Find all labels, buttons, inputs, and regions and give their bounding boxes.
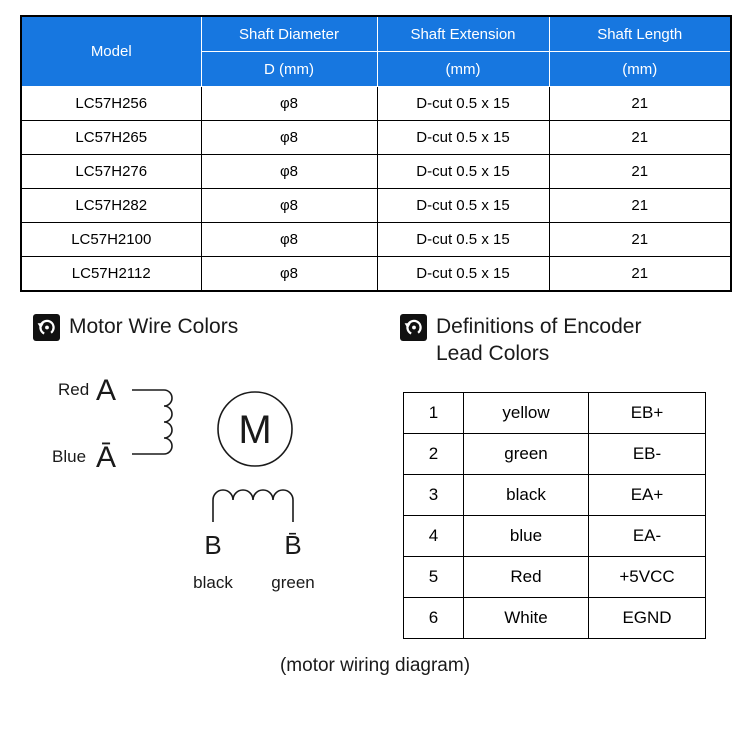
encoder-section-title: Definitions of Encoder Lead Colors <box>436 314 641 368</box>
table-row: LC57H265 φ8 D-cut 0.5 x 15 21 <box>20 120 732 155</box>
lead-color-cell: White <box>463 597 589 639</box>
table-row: LC57H276 φ8 D-cut 0.5 x 15 21 <box>20 154 732 189</box>
model-cell: LC57H282 <box>20 188 202 223</box>
motor-circle <box>217 391 293 467</box>
header-length-unit: (mm) <box>548 51 732 87</box>
phase-b-bar-label: B̄ <box>284 530 301 560</box>
encoder-lead-table: 1 yellow EB+ 2 green EB- 3 black EA+ 4 b… <box>403 392 706 639</box>
header-diameter-unit: D (mm) <box>200 51 378 87</box>
length-cell: 21 <box>548 256 732 292</box>
table-row: LC57H282 φ8 D-cut 0.5 x 15 21 <box>20 188 732 223</box>
diameter-cell: φ8 <box>200 256 378 292</box>
table-row: LC57H2100 φ8 D-cut 0.5 x 15 21 <box>20 222 732 257</box>
signal-cell: EB- <box>588 433 706 475</box>
lead-color-cell: Red <box>463 556 589 598</box>
length-cell: 21 <box>548 154 732 189</box>
encoder-row: 3 black EA+ <box>403 474 706 516</box>
coil-phase-a <box>132 389 173 455</box>
wire-label-blue: Blue <box>52 447 86 466</box>
diameter-cell: φ8 <box>200 188 378 223</box>
shaft-spec-table: Model Shaft Diameter Shaft Extension Sha… <box>20 15 732 292</box>
lead-color-cell: black <box>463 474 589 516</box>
spec-table-header: Model Shaft Diameter Shaft Extension Sha… <box>20 15 732 87</box>
pin-number-cell: 2 <box>403 433 464 475</box>
coil-phase-b <box>212 489 294 522</box>
signal-cell: EA+ <box>588 474 706 516</box>
header-model: Model <box>20 15 202 87</box>
pin-number-cell: 3 <box>403 474 464 516</box>
header-row-units: D (mm) (mm) (mm) <box>21 51 732 87</box>
diameter-cell: φ8 <box>200 120 378 155</box>
encoder-title-line2: Lead Colors <box>436 341 550 365</box>
model-cell: LC57H265 <box>20 120 202 155</box>
rotation-icon <box>33 314 60 341</box>
encoder-row: 5 Red +5VCC <box>403 556 706 598</box>
encoder-title-line1: Definitions of Encoder <box>436 315 642 338</box>
signal-cell: EB+ <box>588 392 706 434</box>
extension-cell: D-cut 0.5 x 15 <box>376 154 550 189</box>
pin-number-cell: 6 <box>403 597 464 639</box>
table-row: LC57H2112 φ8 D-cut 0.5 x 15 21 <box>20 256 732 292</box>
pin-number-cell: 5 <box>403 556 464 598</box>
length-cell: 21 <box>548 188 732 223</box>
header-extension-unit: (mm) <box>376 51 550 87</box>
length-cell: 21 <box>548 222 732 257</box>
wire-label-green: green <box>271 573 314 592</box>
extension-cell: D-cut 0.5 x 15 <box>376 256 550 292</box>
header-shaft-length: Shaft Length <box>548 15 732 52</box>
extension-cell: D-cut 0.5 x 15 <box>376 188 550 223</box>
header-shaft-extension: Shaft Extension <box>376 15 550 52</box>
motor-wiring-diagram: M Red A Blue Ā B B̄ black green <box>52 374 315 592</box>
encoder-row: 1 yellow EB+ <box>403 392 706 434</box>
phase-a-bar-label: Ā <box>96 441 116 474</box>
length-cell: 21 <box>548 86 732 121</box>
model-cell: LC57H2112 <box>20 256 202 292</box>
extension-cell: D-cut 0.5 x 15 <box>376 86 550 121</box>
model-cell: LC57H276 <box>20 154 202 189</box>
signal-cell: +5VCC <box>588 556 706 598</box>
table-row: LC57H256 φ8 D-cut 0.5 x 15 21 <box>20 86 732 121</box>
model-cell: LC57H256 <box>20 86 202 121</box>
pin-number-cell: 4 <box>403 515 464 557</box>
phase-a-label: A <box>96 374 116 407</box>
encoder-row: 4 blue EA- <box>403 515 706 557</box>
lead-color-cell: green <box>463 433 589 475</box>
lead-color-cell: yellow <box>463 392 589 434</box>
wire-label-red: Red <box>58 380 89 399</box>
length-cell: 21 <box>548 120 732 155</box>
diameter-cell: φ8 <box>200 222 378 257</box>
encoder-row: 2 green EB- <box>403 433 706 475</box>
signal-cell: EGND <box>588 597 706 639</box>
diameter-cell: φ8 <box>200 86 378 121</box>
signal-cell: EA- <box>588 515 706 557</box>
pin-number-cell: 1 <box>403 392 464 434</box>
lead-color-cell: blue <box>463 515 589 557</box>
extension-cell: D-cut 0.5 x 15 <box>376 222 550 257</box>
encoder-row: 6 White EGND <box>403 597 706 639</box>
motor-section-title: Motor Wire Colors <box>69 315 239 339</box>
diagram-caption: (motor wiring diagram) <box>279 655 471 676</box>
motor-wire-colors-section-header: Motor Wire Colors <box>33 314 238 341</box>
wire-label-black: black <box>193 573 233 592</box>
encoder-section-header: Definitions of Encoder Lead Colors <box>400 314 641 368</box>
model-cell: LC57H2100 <box>20 222 202 257</box>
extension-cell: D-cut 0.5 x 15 <box>376 120 550 155</box>
rotation-icon <box>400 314 427 341</box>
motor-letter: M <box>238 408 271 452</box>
header-row-top: Model Shaft Diameter Shaft Extension Sha… <box>20 15 732 87</box>
header-shaft-diameter: Shaft Diameter <box>200 15 378 52</box>
diameter-cell: φ8 <box>200 154 378 189</box>
phase-b-label: B <box>204 530 221 560</box>
